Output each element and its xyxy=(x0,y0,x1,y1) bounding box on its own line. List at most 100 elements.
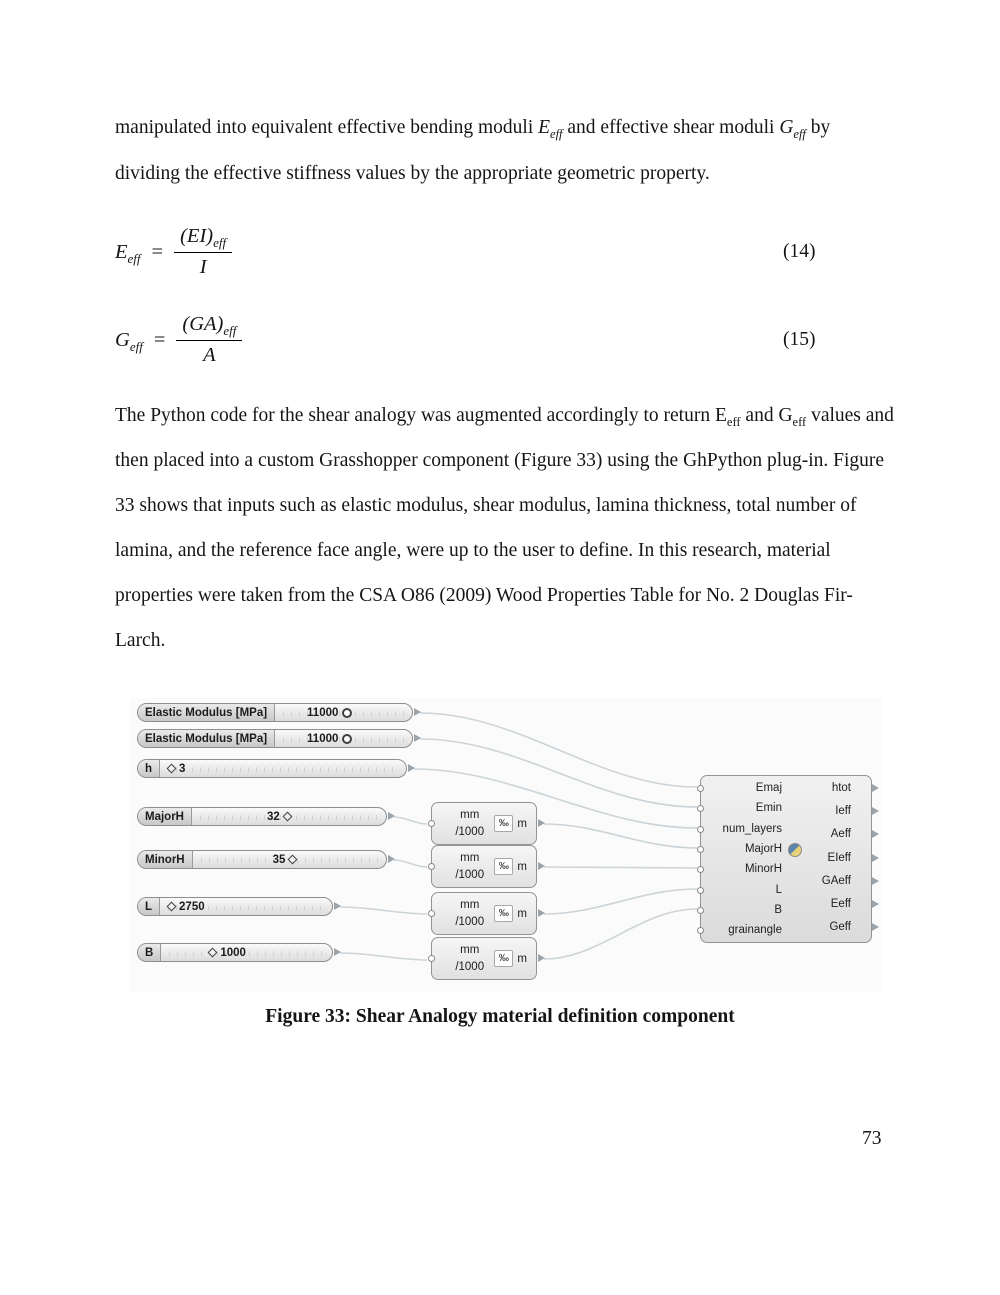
input-connector xyxy=(697,845,704,853)
input-connector xyxy=(697,825,704,833)
output-connector xyxy=(334,948,341,956)
slider-value: 11000 xyxy=(307,732,339,745)
paragraph-2: The Python code for the shear analogy wa… xyxy=(115,393,897,663)
slider-knob xyxy=(207,947,218,958)
output-connector xyxy=(872,853,879,862)
slider-label: Elastic Modulus [MPa] xyxy=(138,730,276,747)
page-number: 73 xyxy=(862,1128,882,1149)
equation-15-tag: (15) xyxy=(783,329,816,350)
component-output-geff: Geff xyxy=(829,921,851,933)
math-sub: eff xyxy=(550,126,563,141)
component-input-b: B xyxy=(774,904,782,916)
slider-label: L xyxy=(138,898,161,915)
numerator: (EI)eff xyxy=(174,225,233,253)
slider-majorh: MajorH 32 xyxy=(137,807,395,826)
fraction: (GA)eff A xyxy=(176,313,243,366)
unit-label: m xyxy=(517,817,527,830)
component-input-minorh: MinorH xyxy=(744,863,782,875)
text-run: and G xyxy=(740,405,793,426)
input-connector xyxy=(697,926,704,934)
permille-icon: ‰ xyxy=(494,858,514,875)
text-run: The Python code for the shear analogy wa… xyxy=(115,405,727,426)
text-run: manipulated into equivalent effective be… xyxy=(115,117,539,138)
output-connector xyxy=(538,862,545,870)
slider-elastic-modulus-1: Elastic Modulus [MPa] 11000 xyxy=(137,703,421,722)
slider-track: 1000 xyxy=(161,944,332,961)
component-output-gaeff: GAeff xyxy=(821,875,851,887)
slider-label: B xyxy=(138,944,162,961)
component-output-ieff: Ieff xyxy=(835,805,851,817)
output-connector xyxy=(334,902,341,910)
converter-values: mm/1000 xyxy=(455,852,485,881)
text-run: by dividing the effective stiffness valu… xyxy=(115,117,831,184)
text-run: values and then placed into a custom Gra… xyxy=(115,405,894,651)
component-output-eeff: Eeff xyxy=(830,898,851,910)
unit-label: m xyxy=(517,907,527,920)
output-connector xyxy=(538,909,545,917)
slider-value: 1000 xyxy=(220,946,246,959)
output-connector xyxy=(872,899,879,908)
converter-values: mm/1000 xyxy=(455,899,485,928)
output-connector xyxy=(872,829,879,838)
component-input-emin: Emin xyxy=(755,802,782,814)
unit-converter-b: mm/1000 ‰ m xyxy=(428,937,545,980)
slider-label: Elastic Modulus [MPa] xyxy=(138,704,276,721)
slider-b: B 1000 xyxy=(137,943,341,962)
output-connector xyxy=(872,876,879,885)
component-input-grainangle: grainangle xyxy=(728,924,782,936)
math-sub: eff xyxy=(726,414,741,429)
slider-knob xyxy=(287,854,298,865)
slider-value: 35 xyxy=(272,853,286,866)
unit-converter-minorh: mm/1000 ‰ m xyxy=(428,845,545,888)
slider-label: MinorH xyxy=(138,851,193,868)
input-connector xyxy=(697,804,704,812)
input-connector xyxy=(428,820,435,827)
denominator: I xyxy=(199,255,207,278)
output-connector xyxy=(872,783,879,792)
input-connector xyxy=(428,910,435,917)
math-sub: eff xyxy=(792,414,807,429)
input-connector xyxy=(697,906,704,914)
output-connector xyxy=(388,812,395,820)
converter-values: mm/1000 xyxy=(455,809,485,838)
slider-value: 11000 xyxy=(307,706,339,719)
equation-lhs: Eeff xyxy=(115,240,141,266)
output-connector xyxy=(414,734,421,742)
input-connector xyxy=(697,865,704,873)
paragraph-1: manipulated into equivalent effective be… xyxy=(115,105,897,196)
input-connector xyxy=(428,863,435,870)
fraction: (EI)eff I xyxy=(174,225,233,278)
slider-knob xyxy=(342,707,353,718)
slider-track: 2750 xyxy=(160,898,332,915)
slider-knob xyxy=(342,733,353,744)
permille-icon: ‰ xyxy=(494,950,514,967)
math-var: E xyxy=(538,117,551,138)
unit-converter-l: mm/1000 ‰ m xyxy=(428,892,545,935)
numerator: (GA)eff xyxy=(176,313,243,341)
slider-track: 35 xyxy=(193,851,386,868)
equation-14: Eeff = (EI)eff I xyxy=(115,222,233,282)
component-input-l: L xyxy=(775,884,782,896)
slider-value: 3 xyxy=(179,762,186,775)
slider-track: 11000 xyxy=(275,704,412,721)
component-input-majorh: MajorH xyxy=(744,843,782,855)
equals-sign: = xyxy=(153,328,166,351)
text-run: and effective shear moduli xyxy=(562,117,780,138)
slider-knob xyxy=(166,763,177,774)
slider-minorh: MinorH 35 xyxy=(137,850,395,869)
slider-l: L 2750 xyxy=(137,897,341,916)
output-connector xyxy=(408,764,415,772)
slider-knob xyxy=(282,811,293,822)
unit-label: m xyxy=(517,860,527,873)
converter-values: mm/1000 xyxy=(455,944,485,973)
input-connector xyxy=(428,955,435,962)
slider-value: 32 xyxy=(266,810,280,823)
output-connector xyxy=(414,708,421,716)
output-connector xyxy=(538,954,545,962)
ghpython-component: Emaj Emin num_layers MajorH MinorH L B g… xyxy=(697,775,879,943)
component-input-emaj: Emaj xyxy=(755,782,782,794)
slider-track: 32 xyxy=(192,808,386,825)
component-input-num-layers: num_layers xyxy=(722,823,782,835)
slider-track: 11000 xyxy=(275,730,412,747)
